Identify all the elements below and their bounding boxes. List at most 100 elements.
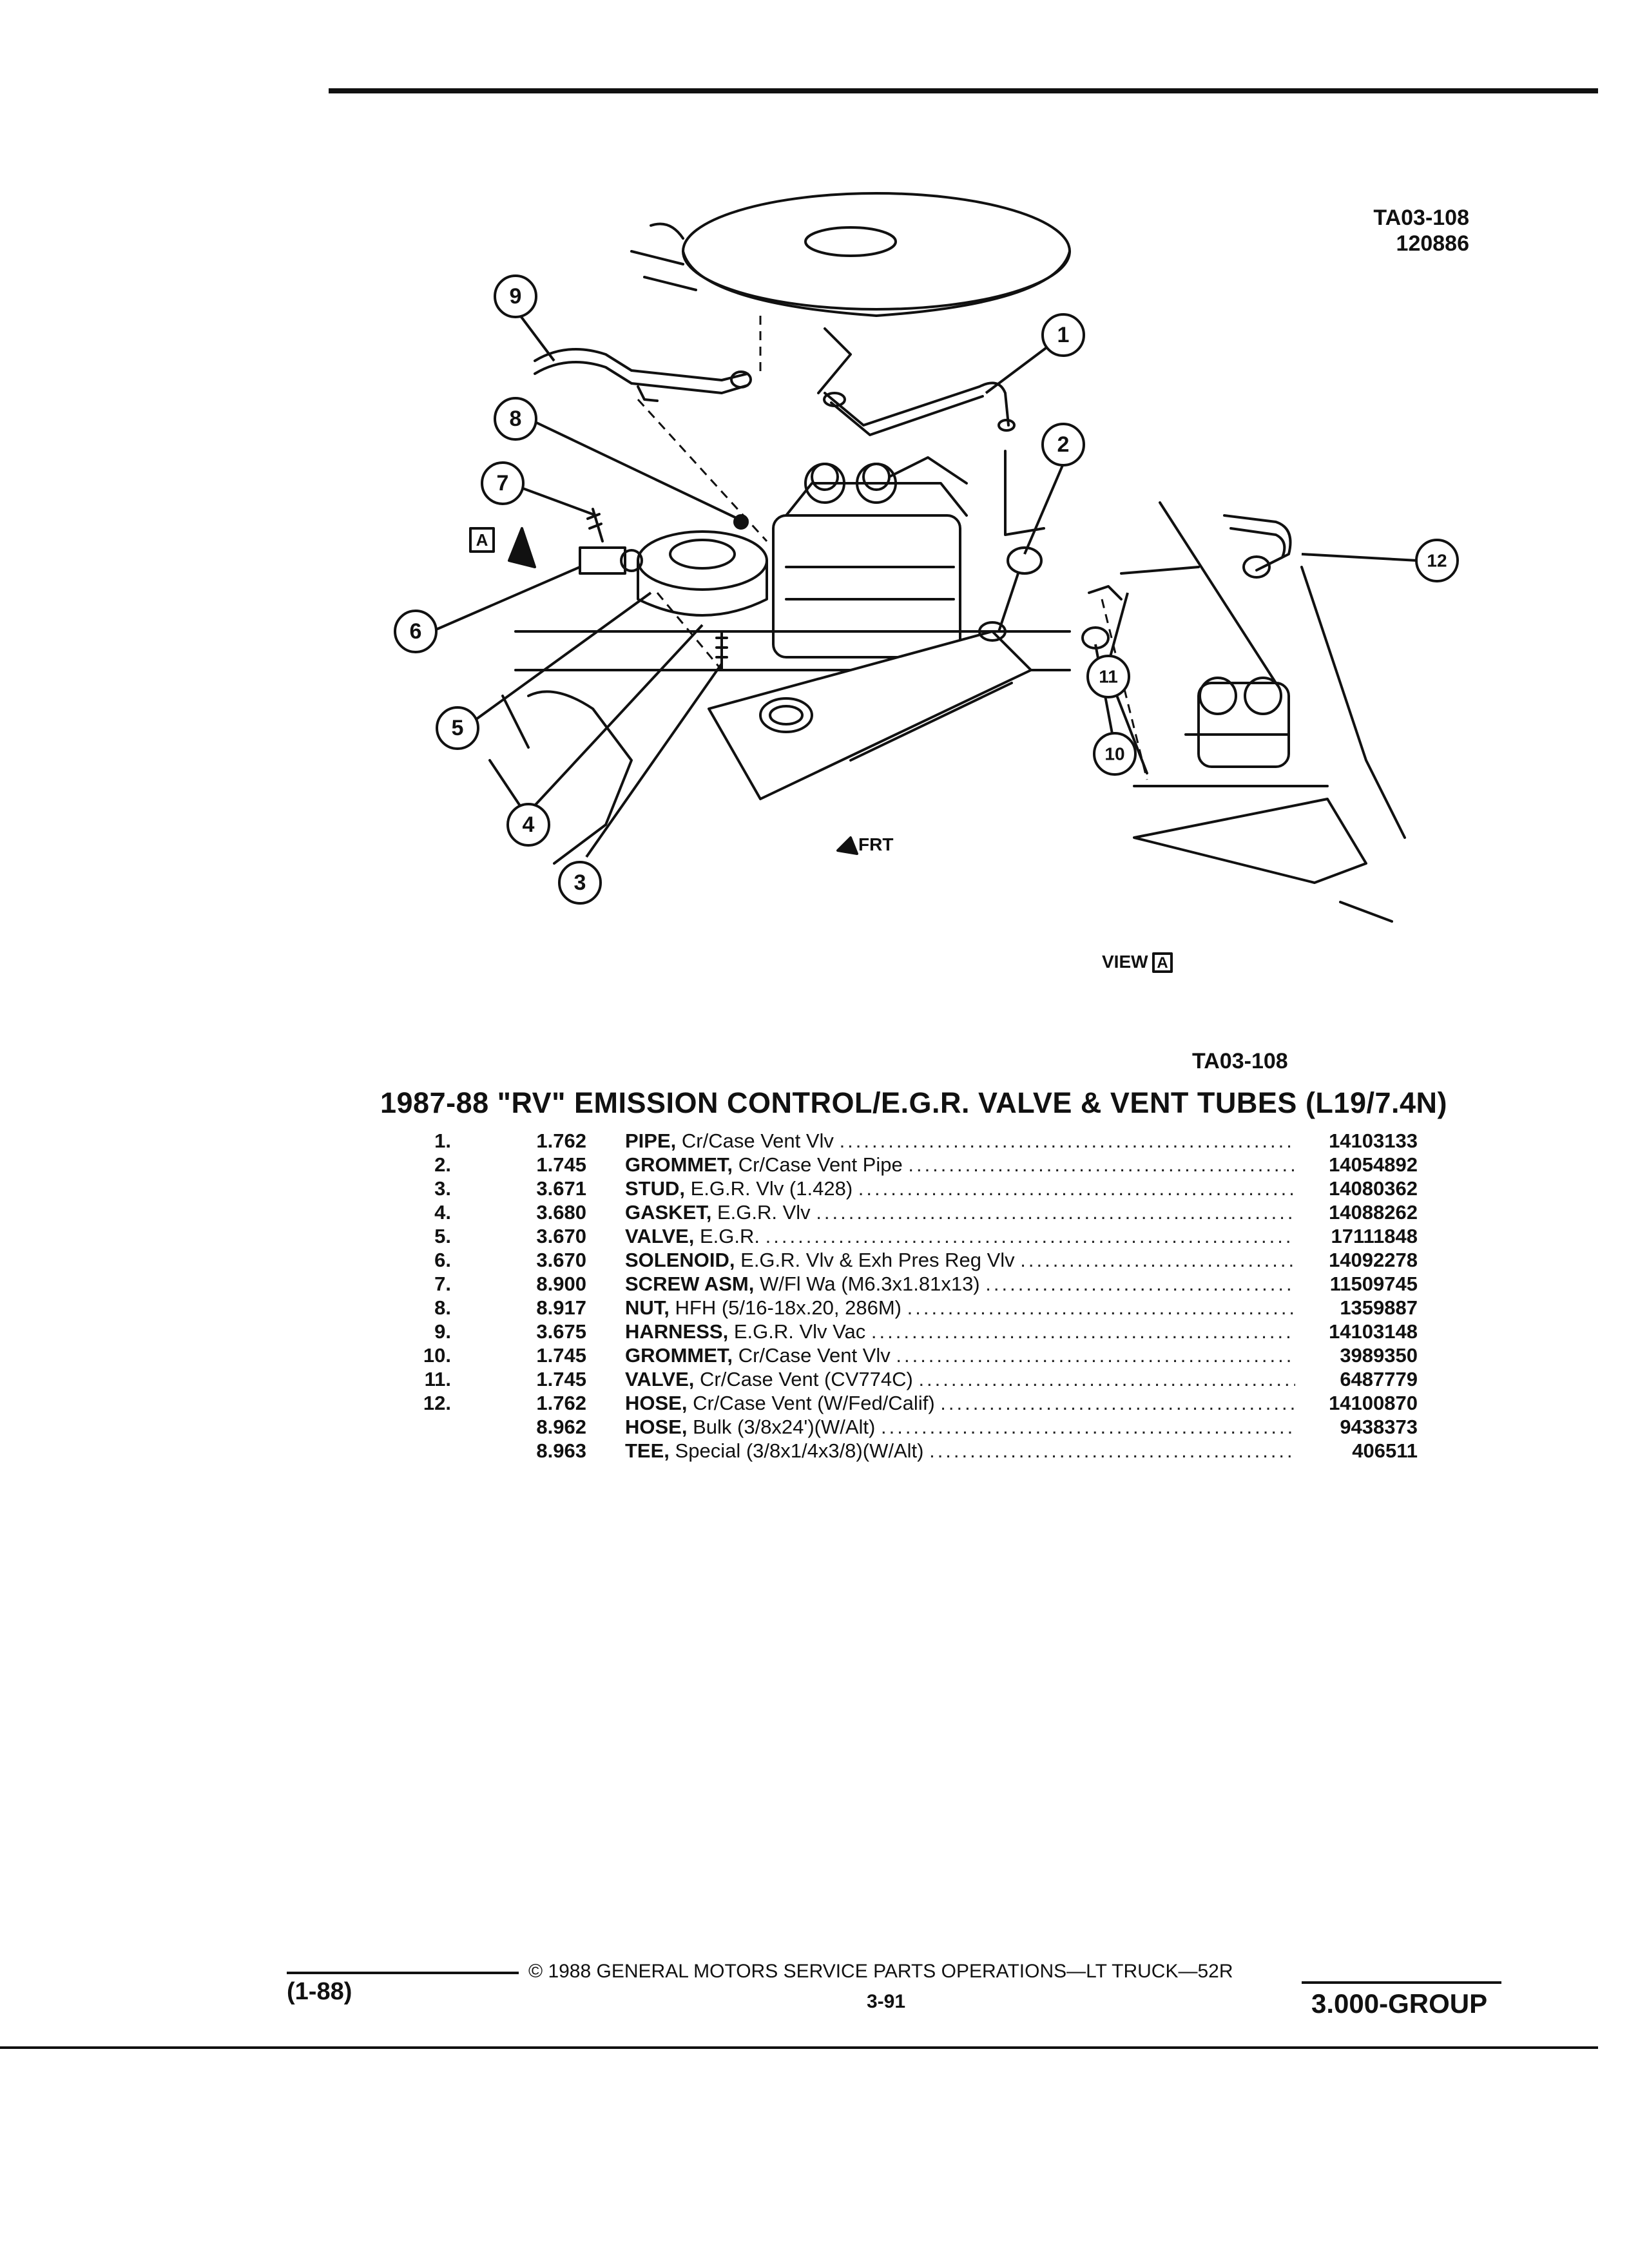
part-name: SCREW ASM, [625,1273,755,1295]
bottom-rule [0,2046,1598,2049]
leader-dots: ........................................… [1020,1249,1295,1271]
leader-dots: ........................................… [918,1368,1295,1390]
group-number: 8.963 [536,1439,586,1462]
part-number: 1359887 [1340,1296,1418,1319]
part-number: 3989350 [1340,1344,1418,1367]
part-index: 5. [434,1225,451,1247]
group-number: 1.762 [536,1392,586,1414]
front-direction-label: FRT [858,834,893,854]
callout-12: 12 [1427,551,1447,571]
part-index: 8. [434,1296,451,1319]
table-row: 1. 1.762 PIPE, Cr/Case Vent Vlv ..........… [387,1129,1418,1153]
part-name: NUT, [625,1296,670,1319]
callout-3: 3 [574,870,586,895]
section-title: 1987-88 "RV" EMISSION CONTROL/E.G.R. VAL… [380,1086,1448,1119]
part-name: PIPE, [625,1129,677,1152]
part-number: 14080362 [1329,1177,1418,1200]
leader-dots: ........................................… [907,1296,1295,1319]
footer-rule-left [287,1972,519,1974]
part-name: GROMMET, [625,1344,733,1367]
part-description: VALVE, Cr/Case Vent (CV774C) ...........… [625,1367,1295,1391]
part-name: HOSE, [625,1392,688,1414]
group-number: 1.745 [536,1153,586,1176]
table-row: 7. 8.900 SCREW ASM, W/Fl Wa (M6.3x1.81x13)… [387,1272,1418,1296]
part-index: 3. [434,1177,451,1200]
group-number: 8.900 [536,1273,586,1295]
leader-dots: ........................................… [858,1177,1295,1200]
part-description: TEE, Special (3/8x1/4x3/8)(W/Alt) ......… [625,1439,1295,1463]
part-detail: W/Fl Wa (M6.3x1.81x13) [759,1273,980,1295]
part-detail: E.G.R. [700,1225,760,1247]
part-name: GASKET, [625,1201,712,1224]
part-name: SOLENOID, [625,1249,735,1271]
part-number: 9438373 [1340,1416,1418,1438]
callout-7: 7 [497,471,509,495]
part-description: VALVE, E.G.R. ..........................… [625,1224,1295,1248]
part-number: 14103133 [1329,1129,1418,1152]
table-row: 8.963 TEE, Special (3/8x1/4x3/8)(W/Alt) .… [387,1439,1418,1463]
leader-dots: ........................................… [871,1320,1295,1343]
group-number: 3.675 [536,1320,586,1343]
callout-9: 9 [510,284,522,309]
leader-dots: ........................................… [985,1273,1295,1295]
part-description: HOSE, Bulk (3/8x24')(W/Alt) ............… [625,1415,1295,1439]
part-description: PIPE, Cr/Case Vent Vlv .................… [625,1129,1295,1153]
part-index: 1. [434,1129,451,1152]
part-index: 6. [434,1249,451,1271]
callout-8: 8 [510,407,522,431]
part-number: 406511 [1352,1439,1418,1462]
part-description: SOLENOID, E.G.R. Vlv & Exh Pres Reg Vlv … [625,1248,1295,1272]
part-index: 7. [434,1273,451,1295]
part-number: 14054892 [1329,1153,1418,1176]
part-detail: E.G.R. Vlv (1.428) [690,1177,853,1200]
diagram-id: TA03-108 [1373,206,1469,230]
leader-dots: ........................................… [940,1392,1295,1414]
part-number: 14092278 [1329,1249,1418,1271]
callout-6: 6 [410,619,422,644]
part-number: 6487779 [1340,1368,1418,1390]
part-index: 10. [423,1344,451,1367]
part-number: 14088262 [1329,1201,1418,1224]
part-name: HARNESS, [625,1320,729,1343]
exploded-parts-diagram: 1 2 3 4 5 6 7 8 9 10 11 12 A FRT VIEW A [394,192,1459,973]
group-number: 8.917 [536,1296,586,1319]
part-detail: E.G.R. Vlv Vac [733,1320,866,1343]
group-number: 1.745 [536,1368,586,1390]
part-name: HOSE, [625,1416,688,1438]
part-name: GROMMET, [625,1153,733,1176]
part-number: 11509745 [1329,1273,1418,1295]
part-detail: Cr/Case Vent Vlv [681,1129,834,1152]
group-number: 3.670 [536,1249,586,1271]
footer-page-number: 3-91 [867,1991,906,2012]
diagram-caption-id: TA03-108 [1192,1049,1288,1073]
part-name: STUD, [625,1177,685,1200]
view-a-arrow-marker: A [476,530,488,550]
group-number: 1.762 [536,1129,586,1152]
callout-10: 10 [1104,744,1124,764]
callout-11: 11 [1099,667,1118,687]
part-index: 4. [434,1201,451,1224]
part-description: STUD, E.G.R. Vlv (1.428) ...............… [625,1177,1295,1200]
part-description: HOSE, Cr/Case Vent (W/Fed/Calif) .......… [625,1391,1295,1415]
leader-dots: ........................................… [896,1344,1295,1367]
part-detail: Cr/Case Vent (W/Fed/Calif) [693,1392,935,1414]
view-marker: A [1157,954,1168,972]
part-detail: Cr/Case Vent Vlv [738,1344,891,1367]
part-description: GASKET, E.G.R. Vlv .....................… [625,1200,1295,1224]
part-detail: Cr/Case Vent Pipe [738,1153,903,1176]
part-detail: E.G.R. Vlv [717,1201,811,1224]
group-number: 3.680 [536,1201,586,1224]
footer-group: 3.000-GROUP [1311,1988,1488,2019]
leader-dots: ........................................… [816,1201,1295,1224]
view-label: VIEW [1102,952,1148,972]
parts-list: 1. 1.762 PIPE, Cr/Case Vent Vlv ..........… [387,1129,1418,1463]
table-row: 4. 3.680 GASKET, E.G.R. Vlv ..............… [387,1200,1418,1224]
leader-dots: ........................................… [765,1225,1295,1247]
